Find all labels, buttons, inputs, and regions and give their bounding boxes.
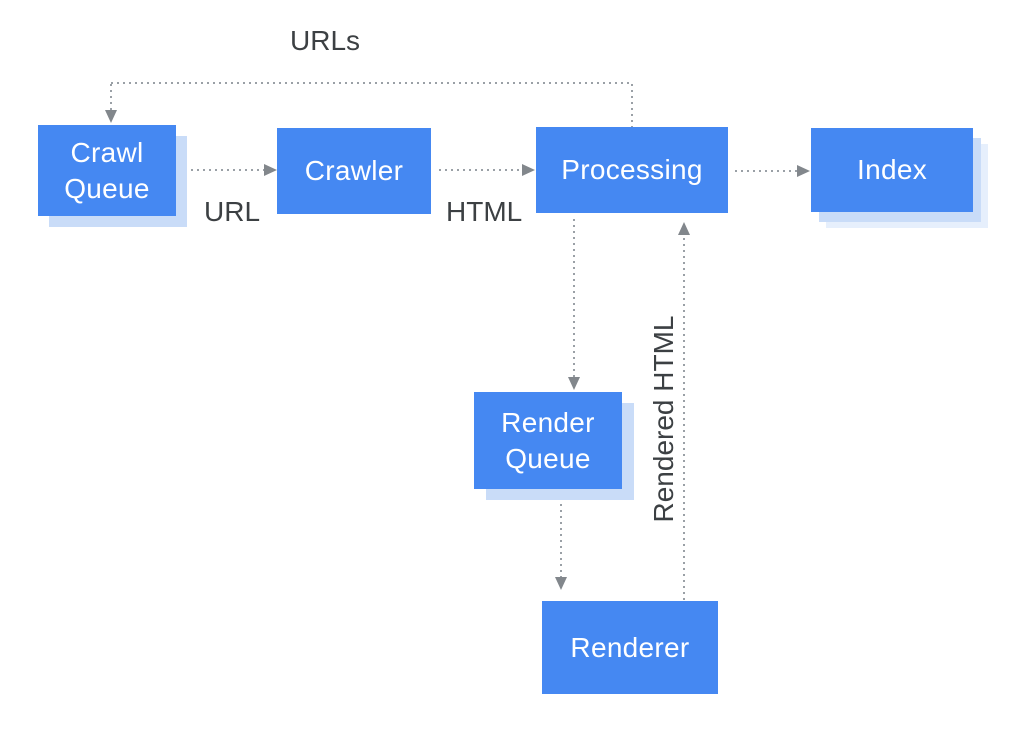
node-processing-label: Processing	[561, 154, 703, 186]
arrowhead-into-processing-left	[522, 164, 535, 176]
edge-crawlqueue-to-crawler	[185, 169, 265, 171]
arrowhead-into-renderer	[555, 577, 567, 590]
edge-processing-to-crawlqueue-segment-into-crawlqueue	[110, 84, 112, 110]
node-index-label: Index	[857, 154, 927, 186]
edge-renderqueue-to-renderer	[560, 504, 562, 577]
node-renderer-label: Renderer	[570, 631, 690, 663]
node-crawler-label: Crawler	[304, 155, 404, 187]
arrowhead-into-crawl-queue	[105, 110, 117, 123]
edge-processing-to-crawlqueue-segment-down-from-processing	[631, 84, 633, 127]
node-render-queue-label: Render Queue	[501, 406, 595, 474]
label-url: URL	[204, 196, 261, 227]
arrowhead-into-processing-bottom	[678, 222, 690, 235]
edge-processing-to-index	[735, 170, 798, 172]
node-crawl-queue: Crawl Queue	[38, 125, 176, 216]
node-crawler: Crawler	[277, 128, 431, 214]
node-index: Index	[811, 128, 973, 212]
edge-processing-to-crawlqueue-segment-horizontal	[111, 82, 632, 84]
arrowhead-into-crawler	[264, 164, 277, 176]
node-renderer: Renderer	[542, 601, 718, 694]
edge-crawler-to-processing	[439, 169, 523, 171]
edge-renderer-to-processing	[683, 238, 685, 600]
arrowhead-into-render-queue	[568, 377, 580, 390]
node-processing: Processing	[536, 127, 728, 213]
edge-processing-to-renderqueue	[573, 219, 575, 377]
node-crawl-queue-label: Crawl Queue	[64, 136, 150, 204]
label-urls: URLs	[290, 25, 361, 56]
arrowhead-into-index	[797, 165, 810, 177]
node-render-queue: Render Queue	[474, 392, 622, 489]
label-rendered-html: Rendered HTML	[648, 315, 679, 523]
label-html: HTML	[446, 196, 523, 227]
